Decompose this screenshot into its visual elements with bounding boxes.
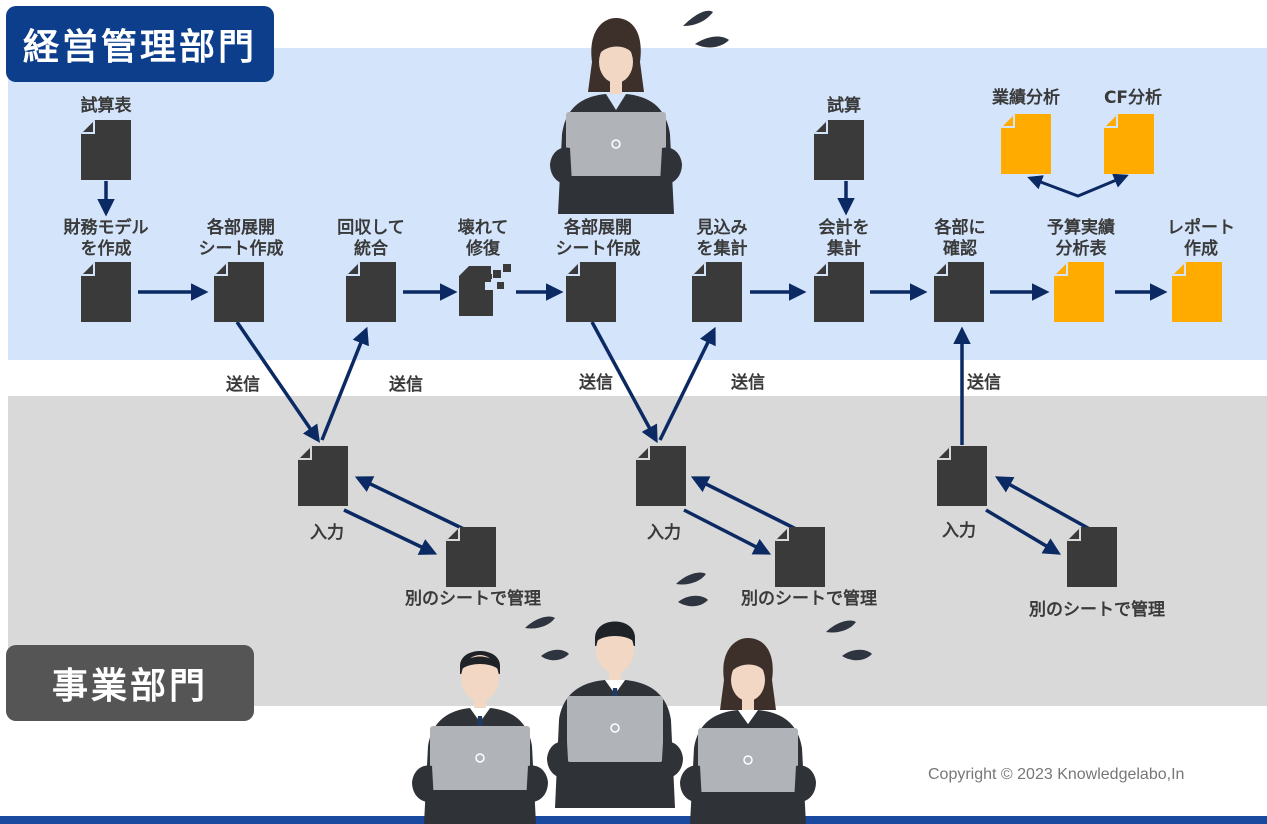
arrow-performance-cf-link <box>1027 173 1129 198</box>
label-input-3: 入力 <box>942 521 976 541</box>
doc-input-3 <box>937 446 987 506</box>
arrow-input-to-sheet-2 <box>683 508 772 555</box>
management-department-label: 経営管理部門 <box>6 6 274 82</box>
label-input-2: 入力 <box>647 523 681 543</box>
broken-file-icon <box>459 264 511 316</box>
woman-with-laptop-icon <box>550 18 682 214</box>
label-send-1: 送信 <box>226 375 260 395</box>
label-cf-analysis: CF分析 <box>1103 88 1163 108</box>
label-performance-analysis: 業績分析 <box>992 88 1060 108</box>
label-separate-sheet-1: 別のシートで管理 <box>405 589 541 609</box>
arrow-send-2 <box>320 326 369 441</box>
doc-separate-sheet-2 <box>775 527 825 587</box>
footer-bar <box>0 816 1267 824</box>
business-department-label: 事業部門 <box>6 645 254 721</box>
arrow-send-1 <box>235 321 320 443</box>
doc-confirm <box>934 262 984 322</box>
woman-with-laptop-icon <box>680 638 816 824</box>
label-aggregate-accounting: 会計を 集計 <box>818 218 870 259</box>
label-send-3: 送信 <box>579 373 613 393</box>
label-create-dept-sheets-1: 各部展開 シート作成 <box>198 218 284 259</box>
label-send-5: 送信 <box>967 373 1001 393</box>
doc-dept-sheets-1 <box>214 262 264 322</box>
sweat-drops-icon <box>525 616 569 661</box>
label-create-financial-model: 財務モデル を作成 <box>63 218 149 259</box>
doc-financial-model <box>81 262 131 322</box>
doc-input-2 <box>636 446 686 506</box>
label-send-4: 送信 <box>731 373 765 393</box>
label-confirm-with-depts: 各部に 確認 <box>934 218 986 259</box>
arrow-sheet-to-input-3 <box>994 476 1096 534</box>
label-separate-sheet-2: 別のシートで管理 <box>741 589 877 609</box>
man-with-laptop-icon <box>547 621 683 808</box>
doc-trial-calc <box>814 120 864 180</box>
doc-performance-analysis <box>1001 114 1051 174</box>
doc-input-1 <box>298 446 348 506</box>
label-broken-and-repair: 壊れて 修復 <box>457 218 509 259</box>
label-aggregate-forecast: 見込み を集計 <box>696 218 748 259</box>
doc-cf-analysis <box>1104 114 1154 174</box>
doc-merged <box>346 262 396 322</box>
man-with-laptop-icon <box>412 651 548 824</box>
label-separate-sheet-3: 別のシートで管理 <box>1029 600 1165 620</box>
sweat-drops-icon <box>676 572 708 607</box>
doc-trial-balance <box>81 120 131 180</box>
label-budget-actual-analysis: 予算実績 分析表 <box>1047 218 1115 259</box>
doc-budget-actual <box>1054 262 1104 322</box>
doc-separate-sheet-1 <box>446 527 496 587</box>
label-trial-balance: 試算表 <box>80 96 132 116</box>
label-create-report: レポート 作成 <box>1167 218 1235 259</box>
sweat-drops-icon <box>826 620 872 661</box>
doc-accounting <box>814 262 864 322</box>
arrow-send-4 <box>658 326 716 441</box>
arrow-send-3 <box>590 321 658 444</box>
label-send-2: 送信 <box>389 375 423 395</box>
arrow-sheet-to-input-1 <box>354 476 471 534</box>
label-create-dept-sheets-2: 各部展開 シート作成 <box>555 218 641 259</box>
arrow-input-to-sheet-1 <box>343 508 438 555</box>
doc-report <box>1172 262 1222 322</box>
doc-separate-sheet-3 <box>1067 527 1117 587</box>
doc-forecast <box>692 262 742 322</box>
sweat-drops-icon <box>683 10 729 48</box>
arrow-input-to-sheet-3 <box>985 508 1062 555</box>
doc-dept-sheets-2 <box>566 262 616 322</box>
copyright-text: Copyright © 2023 Knowledgelabo,In <box>928 766 1185 783</box>
label-collect-and-merge: 回収して 統合 <box>337 218 405 259</box>
label-input-1: 入力 <box>310 523 344 543</box>
arrow-sheet-to-input-2 <box>690 476 803 534</box>
label-trial-calc: 試算 <box>827 96 861 116</box>
